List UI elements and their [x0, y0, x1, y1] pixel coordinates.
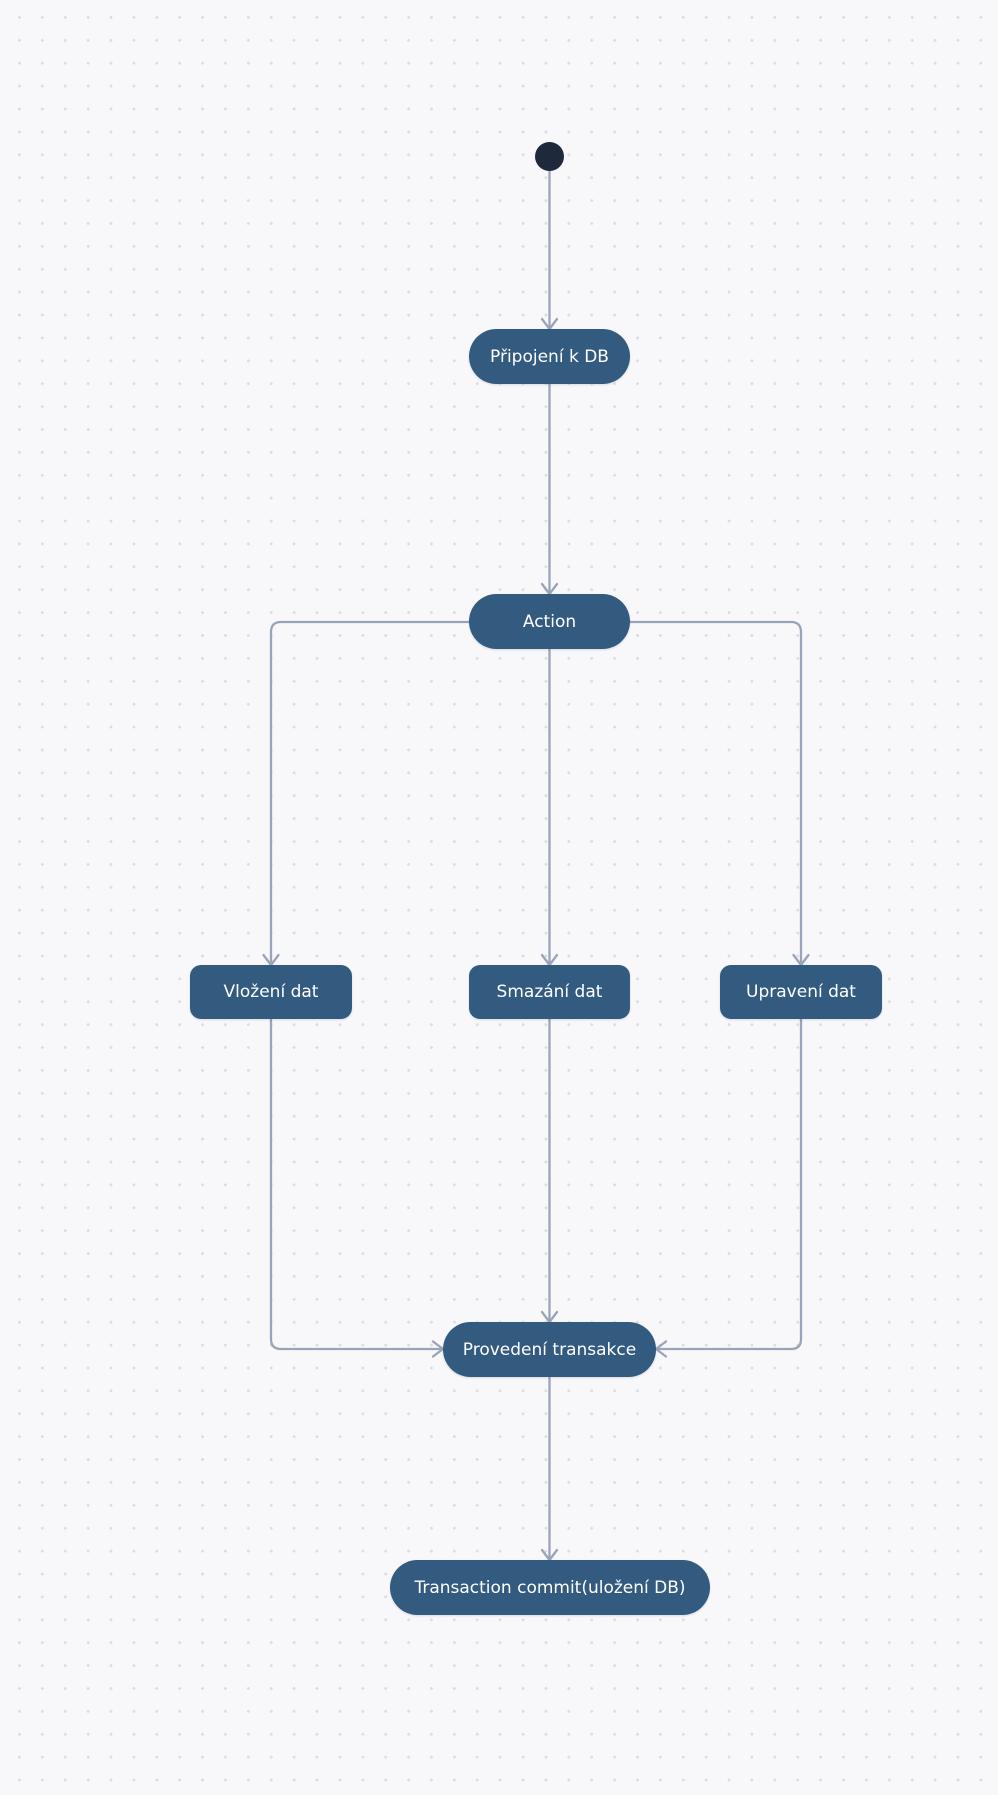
node-commit[interactable]: Transaction commit(uložení DB) [390, 1560, 710, 1615]
node-connect[interactable]: Připojení k DB [469, 329, 630, 384]
arrowhead-transaction-right [654, 1340, 668, 1358]
node-delete-label: Smazání dat [496, 982, 603, 1002]
node-action-label: Action [522, 611, 577, 632]
node-transaction-label: Provedení transakce [462, 1339, 637, 1360]
initial-node[interactable] [535, 142, 564, 171]
edge-insert-to-transaction [269, 1017, 444, 1351]
node-insert[interactable]: Vložení dat [190, 965, 352, 1019]
node-action[interactable]: Action [469, 594, 630, 649]
node-update[interactable]: Upravení dat [720, 965, 882, 1019]
edge-action-to-update [628, 620, 803, 966]
edge-action-to-insert [269, 620, 471, 966]
node-insert-label: Vložení dat [223, 982, 319, 1002]
node-connect-label: Připojení k DB [490, 346, 609, 367]
node-delete[interactable]: Smazání dat [469, 965, 630, 1019]
edge-update-to-transaction [654, 1017, 803, 1351]
node-commit-label: Transaction commit(uložení DB) [414, 1577, 686, 1598]
node-transaction[interactable]: Provedení transakce [443, 1322, 656, 1377]
node-update-label: Upravení dat [746, 982, 856, 1002]
